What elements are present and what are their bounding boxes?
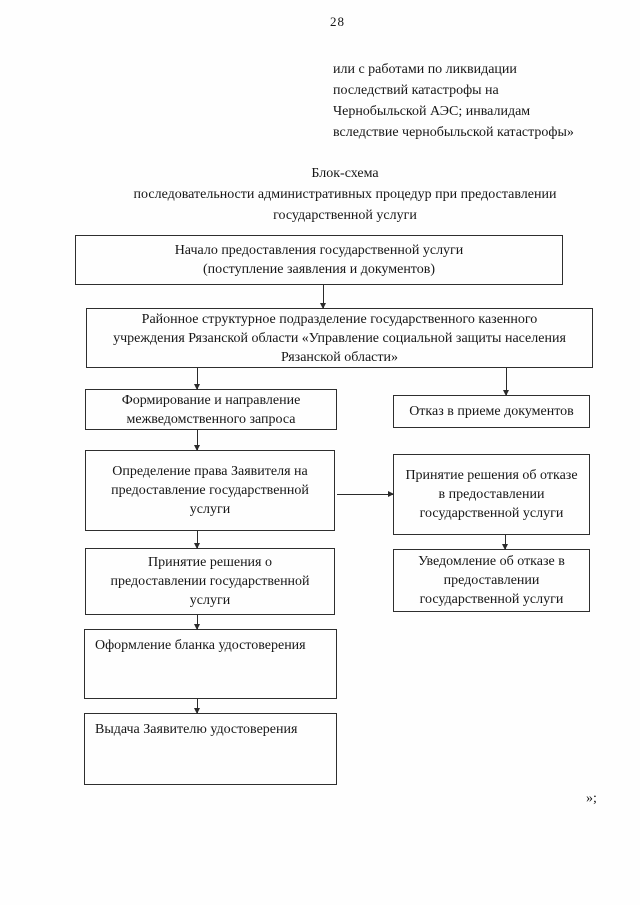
flowchart-title: Блок-схема последовательности администра… — [133, 166, 557, 223]
amendment-quote: или с работами по ликвидации последствий… — [333, 62, 574, 140]
closing-mark: »; — [586, 791, 597, 806]
arrow-request-to-determine-icon — [194, 430, 200, 451]
flow-box-refuse-decision: Принятие решения об отказе в предоставле… — [393, 454, 590, 535]
flow-box-determine-right: Определение права Заявителя на предостав… — [85, 450, 335, 531]
flow-box-refuse-docs: Отказ в приеме документов — [393, 395, 590, 428]
arrow-grant-to-blank-icon — [194, 615, 200, 630]
flow-box-start: Начало предоставления государственной ус… — [75, 235, 563, 285]
flow-box-issue-cert: Выдача Заявителю удостоверения — [84, 713, 337, 785]
arrow-department-to-refuse-docs-icon — [503, 368, 509, 396]
flow-box-form-blank: Оформление бланка удостоверения — [84, 629, 337, 699]
flow-box-department: Районное структурное подразделение госуд… — [86, 308, 593, 368]
arrow-determine-to-grant-icon — [194, 531, 200, 549]
arrow-department-to-request-icon — [194, 368, 200, 390]
flow-box-request: Формирование и направление межведомствен… — [85, 389, 337, 430]
arrow-refuse-decision-to-notice-icon — [502, 535, 508, 550]
arrow-start-to-department-icon — [320, 285, 326, 309]
flow-box-grant-decision: Принятие решения о предоставлении госуда… — [85, 548, 335, 615]
arrow-blank-to-issue-icon — [194, 699, 200, 714]
flow-box-refuse-notice: Уведомление об отказе в предоставлении г… — [393, 549, 590, 612]
arrow-determine-to-refuse-decision-icon — [337, 491, 394, 497]
page-number: 28 — [330, 14, 345, 29]
